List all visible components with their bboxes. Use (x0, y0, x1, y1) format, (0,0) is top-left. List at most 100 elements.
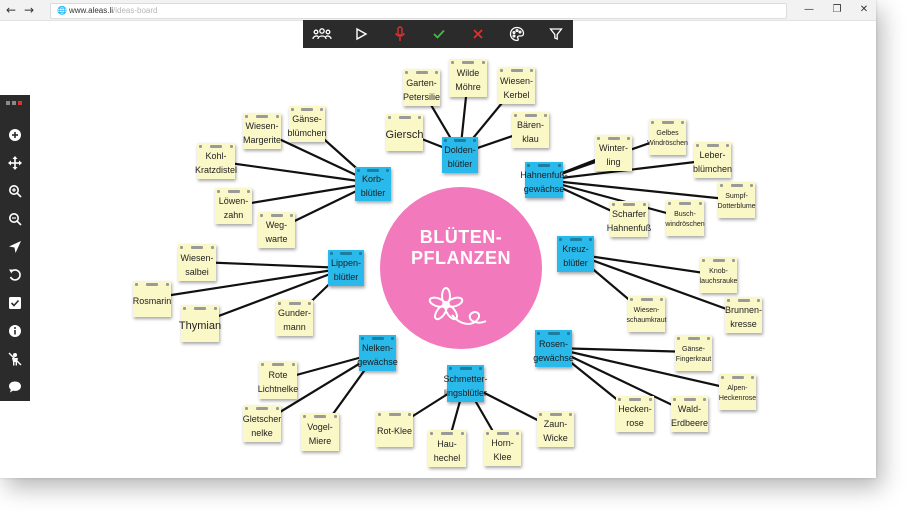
note-menu-icon[interactable] (278, 302, 281, 305)
note-menu-icon[interactable] (720, 184, 723, 187)
note-expand-icon[interactable] (292, 363, 295, 366)
note-header[interactable] (668, 201, 702, 206)
note-menu-icon[interactable] (486, 432, 489, 435)
note-menu-icon[interactable] (673, 398, 676, 401)
plant-note[interactable]: Gänse- blümchen (287, 106, 327, 142)
group-icon[interactable] (311, 24, 333, 44)
category-note-korb[interactable]: Korb- blütler (355, 167, 391, 201)
note-menu-icon[interactable] (696, 144, 699, 147)
note-menu-icon[interactable] (135, 283, 138, 286)
note-expand-icon[interactable] (558, 164, 561, 167)
note-expand-icon[interactable] (703, 398, 706, 401)
note-expand-icon[interactable] (418, 116, 421, 119)
add-icon[interactable] (4, 125, 26, 145)
note-menu-icon[interactable] (702, 259, 705, 262)
plant-note[interactable]: Vogel- Miere (301, 413, 339, 451)
note-expand-icon[interactable] (516, 432, 519, 435)
zoom-out-icon[interactable] (4, 209, 26, 229)
note-menu-icon[interactable] (361, 337, 364, 340)
plant-note[interactable]: Wald- Erdbeere (671, 396, 708, 432)
note-header[interactable] (278, 301, 311, 306)
note-menu-icon[interactable] (727, 299, 730, 302)
note-expand-icon[interactable] (757, 299, 760, 302)
note-expand-icon[interactable] (732, 259, 735, 262)
plant-note[interactable]: Rote Lichtnelke (258, 361, 298, 399)
plant-note[interactable]: Giersch (386, 114, 423, 151)
note-expand-icon[interactable] (699, 202, 702, 205)
note-menu-icon[interactable] (357, 169, 360, 172)
play-icon[interactable] (350, 24, 372, 44)
note-expand-icon[interactable] (386, 169, 389, 172)
plant-note[interactable]: Knob- lauchsrauke (700, 257, 737, 293)
note-expand-icon[interactable] (435, 71, 438, 74)
plant-note[interactable]: Wiesen- Margerite (243, 113, 281, 149)
plant-note[interactable]: Wiesen- salbei (178, 244, 216, 281)
minimize-button[interactable]: — (804, 4, 814, 15)
note-header[interactable] (444, 138, 476, 143)
note-header[interactable] (651, 120, 684, 125)
note-expand-icon[interactable] (276, 407, 279, 410)
note-header[interactable] (199, 144, 233, 149)
note-menu-icon[interactable] (405, 71, 408, 74)
note-header[interactable] (597, 136, 630, 141)
note-header[interactable] (451, 60, 485, 65)
note-menu-icon[interactable] (668, 202, 671, 205)
note-menu-icon[interactable] (378, 413, 381, 416)
info-icon[interactable] (4, 321, 26, 341)
plant-note[interactable]: Brunnen- kresse (725, 297, 762, 333)
note-expand-icon[interactable] (569, 413, 572, 416)
plant-note[interactable]: Sumpf- Dotterblume (717, 182, 756, 218)
note-expand-icon[interactable] (707, 337, 710, 340)
note-expand-icon[interactable] (473, 139, 476, 142)
note-header[interactable] (500, 68, 533, 73)
note-menu-icon[interactable] (539, 413, 542, 416)
category-note-rosen[interactable]: Rosen- gewächse (533, 330, 574, 367)
close-window-button[interactable]: ✕ (859, 4, 869, 15)
note-menu-icon[interactable] (330, 252, 333, 255)
note-menu-icon[interactable] (500, 69, 503, 72)
note-header[interactable] (630, 297, 663, 302)
plant-note[interactable]: Wilde Möhre (449, 59, 487, 97)
note-header[interactable] (514, 113, 547, 118)
plant-note[interactable]: Hau- hechel (428, 430, 466, 467)
note-menu-icon[interactable] (260, 214, 263, 217)
note-header[interactable] (449, 366, 482, 371)
note-header[interactable] (720, 183, 753, 188)
note-expand-icon[interactable] (544, 114, 547, 117)
note-menu-icon[interactable] (388, 116, 391, 119)
note-header[interactable] (303, 414, 337, 419)
note-header[interactable] (430, 431, 464, 436)
category-note-dolden[interactable]: Dolden- blütler (442, 137, 478, 173)
note-menu-icon[interactable] (618, 398, 621, 401)
plant-note[interactable]: Scharfer Hahnenfuß (607, 201, 651, 237)
note-menu-icon[interactable] (261, 363, 264, 366)
cross-icon[interactable] (467, 24, 489, 44)
check-icon[interactable] (428, 24, 450, 44)
note-expand-icon[interactable] (230, 145, 233, 148)
note-menu-icon[interactable] (217, 190, 220, 193)
note-header[interactable] (677, 336, 710, 341)
note-expand-icon[interactable] (567, 332, 570, 335)
note-expand-icon[interactable] (726, 144, 729, 147)
plant-note[interactable]: Gletscher nelke (243, 405, 281, 442)
note-menu-icon[interactable] (444, 139, 447, 142)
note-header[interactable] (183, 306, 217, 311)
note-header[interactable] (245, 114, 279, 119)
note-expand-icon[interactable] (627, 137, 630, 140)
note-expand-icon[interactable] (320, 108, 323, 111)
note-expand-icon[interactable] (649, 398, 652, 401)
undo-icon[interactable] (4, 265, 26, 285)
note-header[interactable] (245, 406, 279, 411)
navigate-icon[interactable] (4, 237, 26, 257)
note-header[interactable] (180, 245, 214, 250)
plant-note[interactable]: Wiesen- Kerbel (498, 67, 535, 104)
plant-note[interactable]: Alpen- Heckenrose (719, 374, 756, 410)
restore-button[interactable]: ❐ (832, 4, 842, 15)
note-menu-icon[interactable] (180, 246, 183, 249)
note-header[interactable] (357, 168, 389, 173)
note-header[interactable] (378, 412, 411, 417)
note-header[interactable] (527, 163, 561, 168)
note-expand-icon[interactable] (408, 413, 411, 416)
category-note-nelken[interactable]: Nelken- gewächse (357, 335, 398, 371)
note-header[interactable] (361, 336, 394, 341)
